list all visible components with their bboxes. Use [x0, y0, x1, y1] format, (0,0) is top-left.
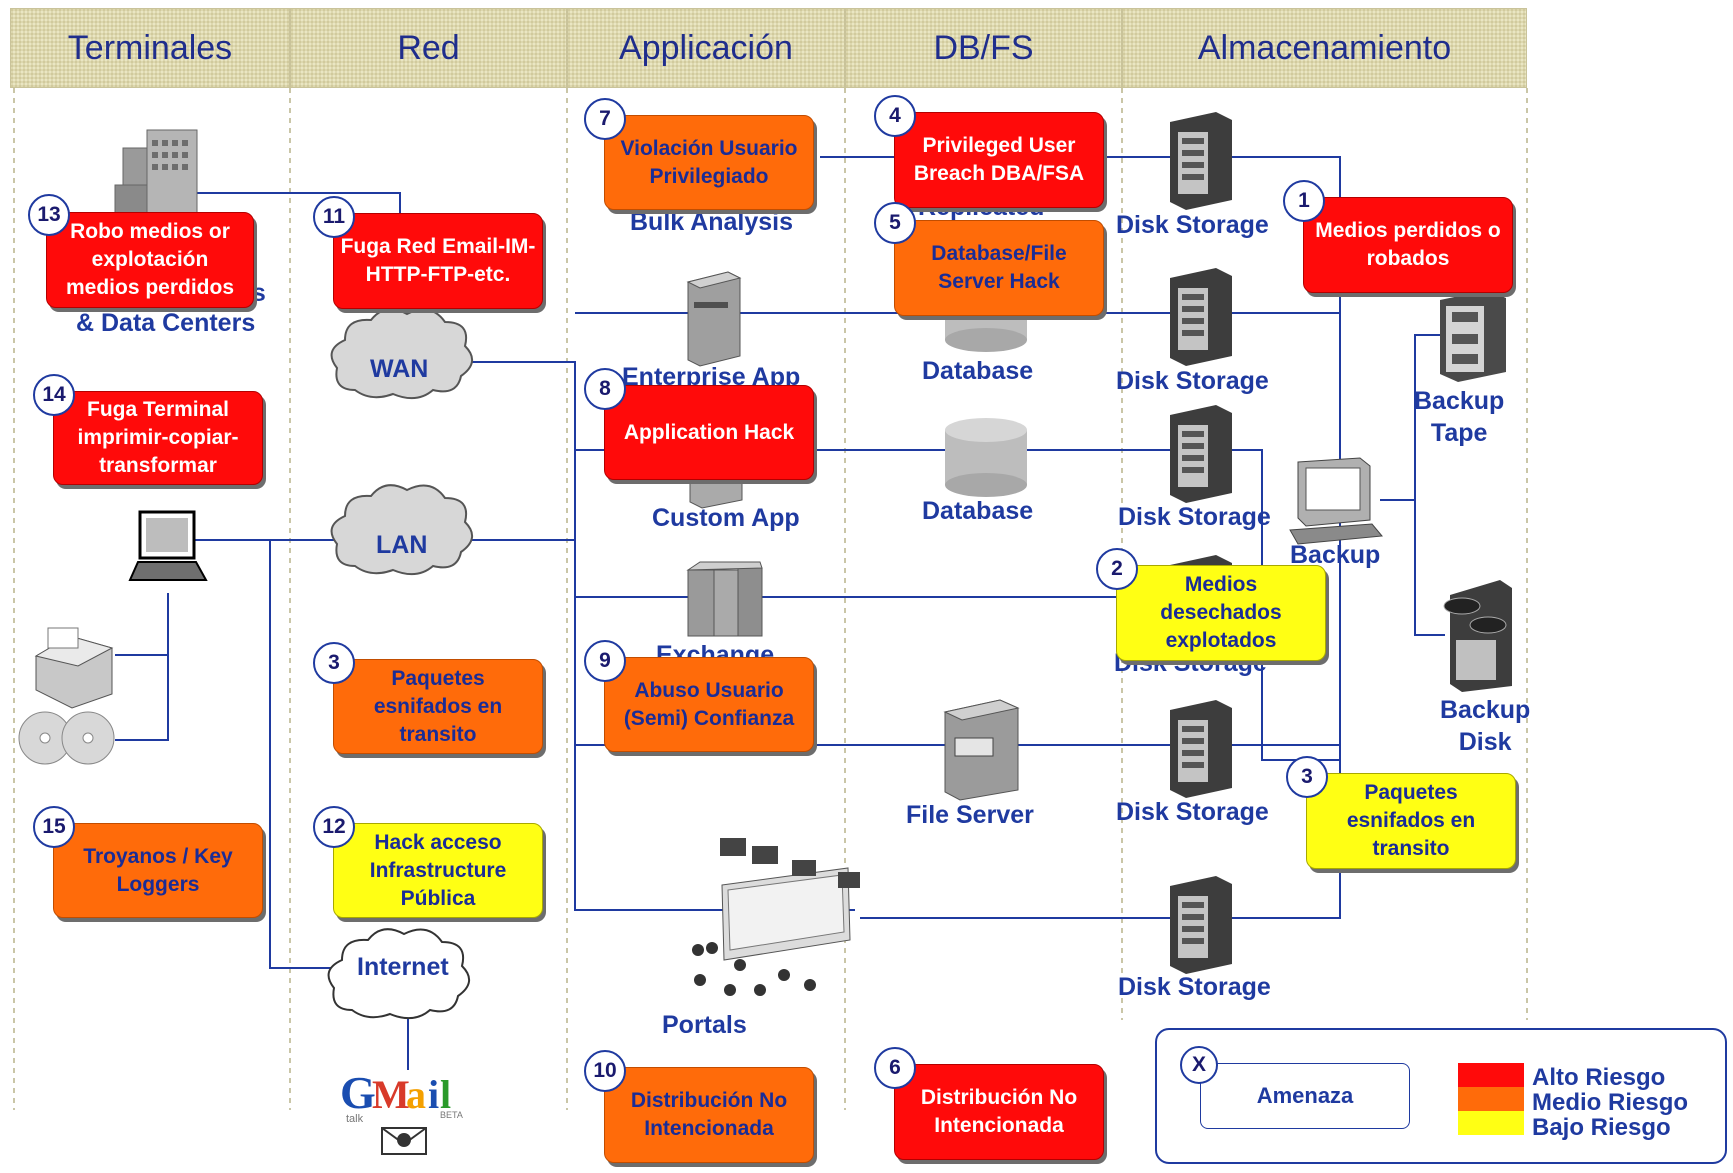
- threat-box-3-storage: Paquetes esnifados en transito: [1306, 773, 1516, 869]
- threat-box-15: Troyanos / Key Loggers: [53, 823, 263, 918]
- legend-label-medium: Medio Riesgo: [1532, 1089, 1689, 1116]
- label-disk-storage-1: Disk Storage: [1116, 211, 1269, 239]
- connectors: [115, 156, 1445, 1070]
- threat-number-4: 4: [874, 95, 916, 137]
- legend-threat-box: Amenaza: [1200, 1063, 1410, 1129]
- label-backup: Backup: [1290, 541, 1381, 569]
- svg-text:l: l: [440, 1072, 451, 1117]
- svg-text:BETA: BETA: [440, 1110, 463, 1120]
- label-lan: LAN: [376, 531, 428, 559]
- threat-number-7: 7: [584, 98, 626, 140]
- label-disk-storage-5: Disk Storage: [1116, 798, 1269, 826]
- svg-text:M: M: [372, 1072, 410, 1117]
- label-disk-storage-6: Disk Storage: [1118, 973, 1271, 1001]
- threat-box-12: Hack acceso Infrastructure Pública: [333, 823, 543, 918]
- header-almacenamiento: Almacenamiento: [1122, 8, 1527, 88]
- threat-number-5: 5: [874, 202, 916, 244]
- threat-box-2: Medios desechados explotados: [1116, 565, 1326, 661]
- enterprise-app-server-icon: [686, 271, 742, 367]
- cd-discs-icon: [18, 711, 115, 765]
- threat-box-5: Database/File Server Hack: [894, 220, 1104, 316]
- disk-storage-icons: [1170, 112, 1232, 974]
- exchange-server-icon: [686, 561, 763, 637]
- portals-icon: [692, 838, 860, 996]
- threat-number-11: 11: [313, 196, 355, 238]
- legend-swatch-medium: [1458, 1087, 1524, 1111]
- svg-text:a: a: [406, 1072, 426, 1117]
- header-db-fs: DB/FS: [845, 8, 1122, 88]
- threat-number-9: 9: [584, 640, 626, 682]
- header-red: Red: [290, 8, 567, 88]
- header-aplicacion: Applicación: [567, 8, 845, 88]
- label-wan: WAN: [370, 355, 429, 383]
- legend-swatch-high: [1458, 1063, 1524, 1087]
- threat-box-14: Fuga Terminal imprimir-copiar-transforma…: [53, 391, 263, 485]
- threat-box-7: Violación Usuario Privilegiado: [604, 115, 814, 210]
- threat-number-3-network: 3: [313, 642, 355, 684]
- file-server-icon: [943, 699, 1020, 801]
- threat-number-14: 14: [33, 374, 75, 416]
- label-database-2: Database: [922, 497, 1034, 525]
- database-icon-2: [945, 418, 1027, 497]
- label-disk-storage-2: Disk Storage: [1116, 367, 1269, 395]
- threat-box-11: Fuga Red Email-IM-HTTP-FTP-etc.: [333, 213, 543, 309]
- threat-number-13: 13: [28, 194, 70, 236]
- legend-marker: X: [1180, 1046, 1218, 1084]
- label-database-1: Database: [922, 357, 1034, 385]
- threat-box-8: Application Hack: [604, 385, 814, 480]
- legend-label-low: Bajo Riesgo: [1532, 1114, 1671, 1141]
- backup-disk-icon: [1443, 580, 1512, 692]
- label-backup-disk: Backup Disk: [1440, 696, 1531, 756]
- threat-box-9: Abuso Usuario (Semi) Confianza: [604, 657, 814, 752]
- legend-label-high: Alto Riesgo: [1532, 1064, 1666, 1091]
- wan-cloud-icon: [330, 308, 473, 400]
- laptop-icon: [128, 510, 208, 581]
- label-data-centers: & Data Centers: [76, 309, 256, 337]
- threat-number-10: 10: [584, 1050, 626, 1092]
- threat-number-3-storage: 3: [1286, 756, 1328, 798]
- legend-swatch-low: [1458, 1111, 1524, 1135]
- label-bulk-analysis: Bulk Analysis: [630, 208, 794, 236]
- label-custom-app: Custom App: [652, 504, 800, 532]
- internet-cloud-icon: [327, 928, 470, 1020]
- header-terminales: Terminales: [10, 8, 290, 88]
- threat-box-4: Privileged User Breach DBA/FSA: [894, 112, 1104, 208]
- threat-number-12: 12: [313, 806, 355, 848]
- svg-text:G: G: [340, 1067, 376, 1118]
- label-portals: Portals: [662, 1011, 747, 1039]
- label-disk-storage-3: Disk Storage: [1118, 503, 1271, 531]
- svg-text:talk: talk: [346, 1113, 364, 1125]
- label-internet: Internet: [357, 953, 449, 981]
- backup-computer-icon: [1289, 457, 1383, 545]
- threat-number-8: 8: [584, 368, 626, 410]
- backup-tape-icon: [1440, 290, 1506, 382]
- printer-icon: [34, 627, 114, 709]
- svg-text:i: i: [428, 1072, 439, 1117]
- threat-number-15: 15: [33, 806, 75, 848]
- gmail-logo: G M a i l talk BETA: [340, 1067, 463, 1155]
- threat-box-13: Robo medios or explotación medios perdid…: [46, 212, 254, 308]
- threat-number-6: 6: [874, 1047, 916, 1089]
- lan-cloud-icon: [330, 484, 473, 576]
- building-icon: [114, 129, 198, 226]
- threat-number-2: 2: [1096, 548, 1138, 590]
- threat-number-1: 1: [1283, 180, 1325, 222]
- threat-box-6: Distribución No Intencionada: [894, 1064, 1104, 1160]
- threat-box-3-network: Paquetes esnifados en transito: [333, 659, 543, 754]
- threat-box-10: Distribución No Intencionada: [604, 1067, 814, 1163]
- threat-box-1: Medios perdidos o robados: [1303, 197, 1513, 293]
- label-file-server: File Server: [906, 801, 1034, 829]
- label-backup-tape: Backup Tape: [1414, 387, 1505, 447]
